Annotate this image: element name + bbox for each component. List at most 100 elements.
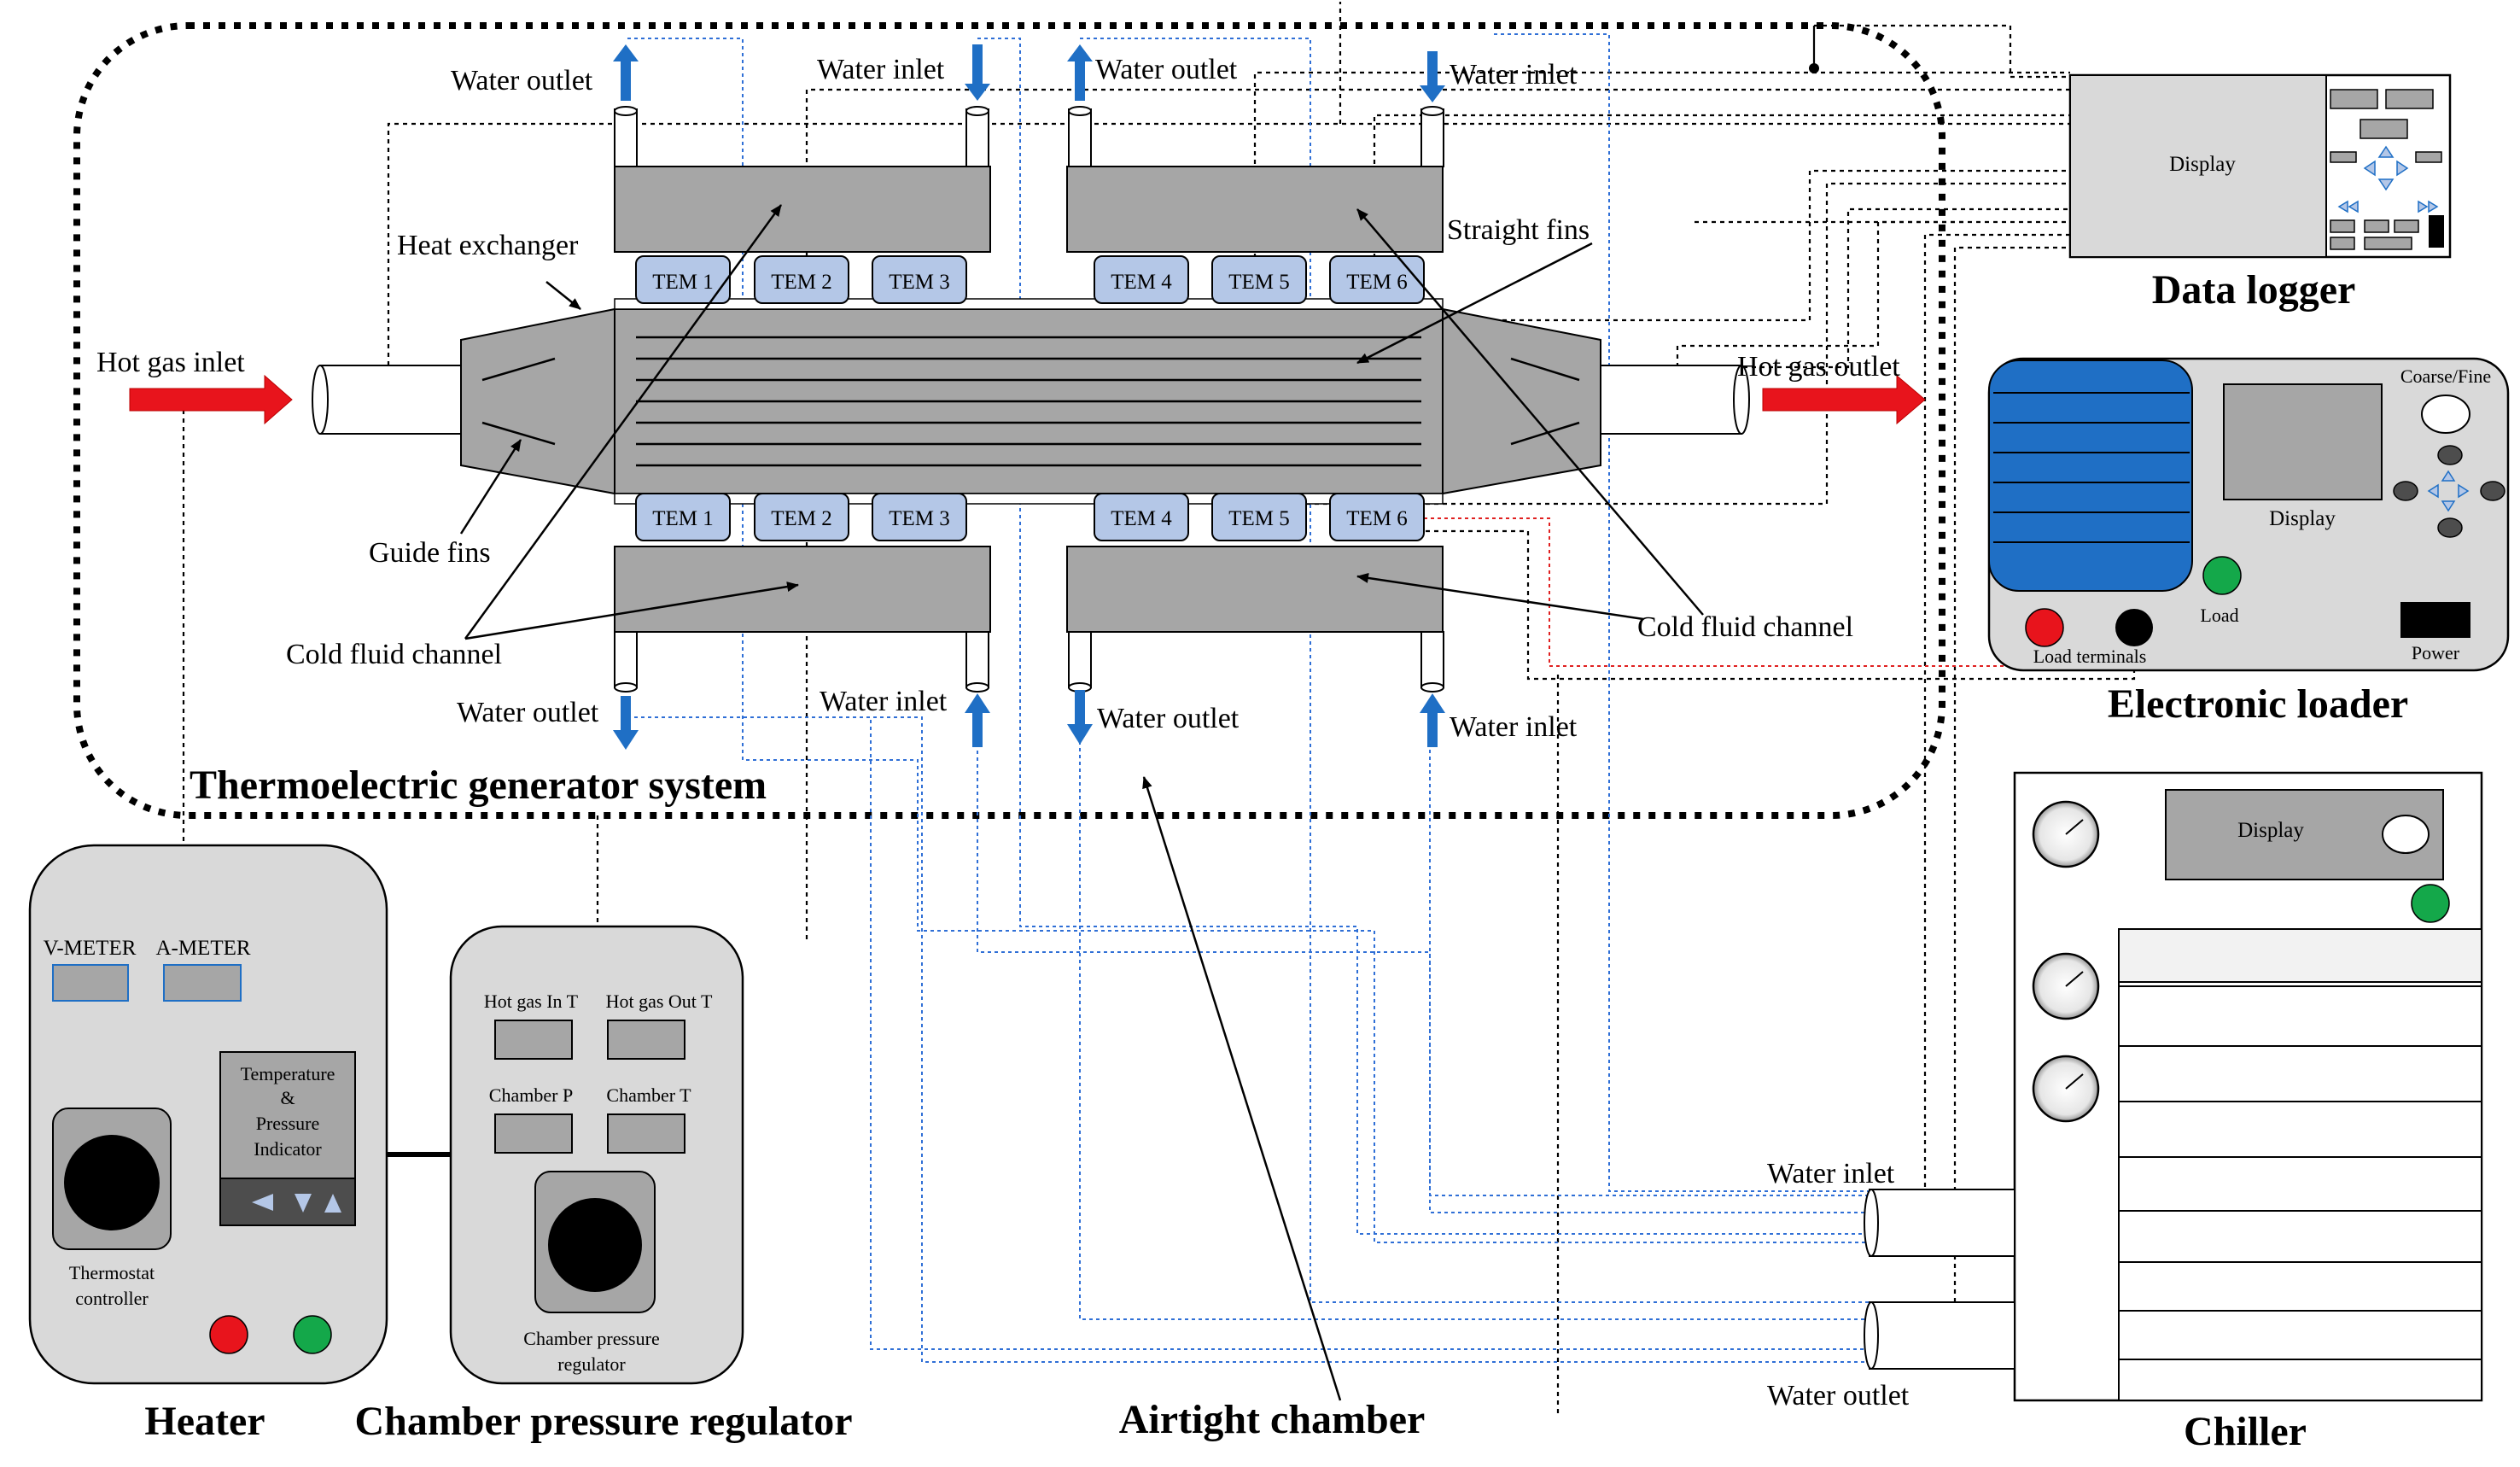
tem-label: TEM 5 xyxy=(1228,271,1290,294)
tem-block xyxy=(1329,493,1425,541)
logger-key[interactable] xyxy=(2364,237,2412,250)
tem-block xyxy=(1094,255,1189,304)
coarse-fine-label: Coarse/Fine xyxy=(2400,365,2491,387)
logger-key[interactable] xyxy=(2330,219,2355,233)
chiller-knob[interactable] xyxy=(2382,815,2430,854)
load-label: Load xyxy=(2200,605,2238,626)
thermocouple-wires xyxy=(182,2,2070,1413)
airtight-chamber-title: Airtight chamber xyxy=(1119,1397,1426,1442)
electronic-loader-title: Electronic loader xyxy=(2108,681,2408,727)
label-water-inlet: Water inlet xyxy=(1450,711,1578,743)
hot-gas-in-display xyxy=(494,1020,573,1060)
skip-arrows-icon[interactable] xyxy=(2337,200,2439,213)
chiller-start-button[interactable] xyxy=(2411,884,2450,923)
dpad-icon[interactable] xyxy=(2363,145,2409,191)
tem-block xyxy=(1211,493,1307,541)
gauge-icon xyxy=(2032,952,2100,1020)
indicator-text: & xyxy=(280,1087,295,1108)
a-meter-label: A-METER xyxy=(155,937,250,960)
logger-key[interactable] xyxy=(2330,151,2357,163)
load-terminal-negative[interactable] xyxy=(2115,609,2153,646)
tem-block xyxy=(1329,255,1425,304)
tem-label: TEM 4 xyxy=(1111,507,1172,530)
tem-label: TEM 6 xyxy=(1346,271,1408,294)
thermostat-knob[interactable] xyxy=(64,1135,160,1230)
power-wire-black xyxy=(1417,529,2136,681)
logger-key[interactable] xyxy=(2360,119,2408,139)
indicator-text: Indicator xyxy=(254,1138,322,1160)
loader-button[interactable] xyxy=(2393,481,2418,501)
power-switch[interactable] xyxy=(2400,602,2470,638)
tem-block xyxy=(1211,255,1307,304)
logger-key[interactable] xyxy=(2394,219,2419,233)
gauge-icon xyxy=(2032,800,2100,868)
pressure-regulator-knob[interactable] xyxy=(548,1198,642,1292)
electronic-loader: Display Coarse/Fine Load Load terminals … xyxy=(1987,357,2510,727)
label-hot-gas-outlet: Hot gas outlet xyxy=(1737,351,1900,383)
loader-button[interactable] xyxy=(2480,481,2505,501)
heater-stop-button[interactable] xyxy=(209,1315,248,1354)
logger-key[interactable] xyxy=(2385,89,2434,109)
logger-key[interactable] xyxy=(2330,237,2355,250)
thermostat-label: Thermostat xyxy=(69,1262,155,1283)
hot-gas-out-display xyxy=(607,1020,685,1060)
leader-lines xyxy=(459,204,1704,1401)
loader-display-label: Display xyxy=(2269,507,2336,530)
load-terminal-positive[interactable] xyxy=(2025,608,2064,647)
arrow-down-icon xyxy=(965,44,990,101)
tem-label: TEM 1 xyxy=(652,271,714,294)
label-water-outlet: Water outlet xyxy=(1097,703,1240,734)
dpad-icon[interactable] xyxy=(2427,470,2470,512)
arrow-up-icon xyxy=(965,693,990,747)
arrow-up-icon xyxy=(1420,693,1445,747)
tem-block xyxy=(754,493,849,541)
heater-start-button[interactable] xyxy=(293,1315,332,1354)
tem-label: TEM 1 xyxy=(652,507,714,530)
logger-key[interactable] xyxy=(2330,89,2378,109)
tem-block xyxy=(1094,493,1189,541)
logger-port xyxy=(2429,215,2444,248)
loader-button[interactable] xyxy=(2437,445,2463,465)
tem-label: TEM 2 xyxy=(771,271,832,294)
v-meter-display xyxy=(52,964,129,1002)
tem-label: TEM 4 xyxy=(1111,271,1172,294)
indicator-text: Temperature xyxy=(241,1063,335,1084)
label-hot-gas-inlet: Hot gas inlet xyxy=(96,347,245,378)
tem-block xyxy=(872,493,967,541)
coarse-fine-knob[interactable] xyxy=(2421,395,2470,434)
load-button[interactable] xyxy=(2202,556,2242,595)
label-water-inlet: Water inlet xyxy=(817,54,945,85)
chiller-title: Chiller xyxy=(2184,1409,2307,1454)
arrow-up-icon xyxy=(613,44,639,101)
label-water-outlet: Water outlet xyxy=(1095,54,1238,85)
chamber-t-label: Chamber T xyxy=(606,1084,691,1106)
tem-label: TEM 3 xyxy=(889,271,950,294)
loader-display xyxy=(2223,383,2383,500)
data-logger-title: Data logger xyxy=(2152,267,2356,313)
arrow-up-icon[interactable] xyxy=(324,1194,341,1213)
data-logger: Display Data logger xyxy=(2068,73,2452,313)
arrow-down-icon[interactable] xyxy=(295,1194,312,1213)
data-logger-display: Display xyxy=(2169,153,2236,176)
tem-block xyxy=(872,255,967,304)
loader-button[interactable] xyxy=(2437,517,2463,538)
arrow-down-icon xyxy=(1420,51,1445,102)
battery-pack xyxy=(1988,359,2193,592)
chiller-water-inlet-label: Water inlet xyxy=(1767,1158,1895,1189)
thermostat-label: controller xyxy=(75,1288,149,1309)
chiller-display-label: Display xyxy=(2237,819,2304,842)
a-meter-display xyxy=(163,964,242,1002)
teg-system-title: Thermoelectric generator system xyxy=(190,763,767,808)
arrow-left-icon[interactable] xyxy=(252,1194,273,1211)
coolant-lines xyxy=(627,33,1870,1363)
chamber-p-label: Chamber P xyxy=(489,1084,573,1106)
tem-block xyxy=(754,255,849,304)
indicator-keypad[interactable] xyxy=(219,1178,356,1226)
logger-key[interactable] xyxy=(2415,151,2442,163)
heater-title: Heater xyxy=(144,1399,265,1444)
label-water-outlet: Water outlet xyxy=(451,65,593,96)
tem-label: TEM 2 xyxy=(771,507,832,530)
tem-row-top: TEM 1 TEM 2 TEM 3 TEM 4 TEM 5 TEM 6 xyxy=(635,255,1425,304)
logger-key[interactable] xyxy=(2364,219,2389,233)
